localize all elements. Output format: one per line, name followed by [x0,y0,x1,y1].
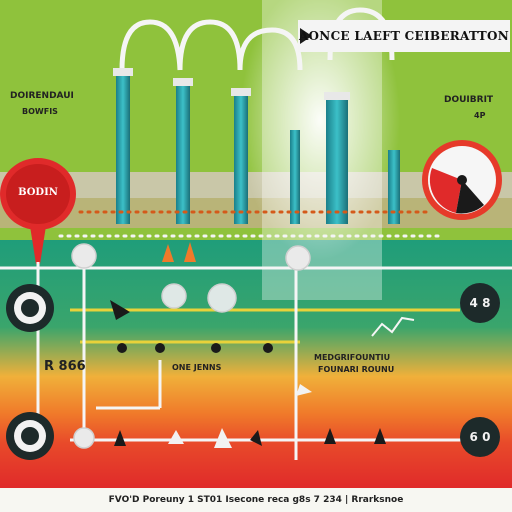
balloon-label: BODIN [18,186,58,198]
mid-right-label-2: FOUNARI ROUNU [318,365,395,374]
pipe-1 [116,70,130,224]
badge-top-label: 4 8 [469,296,491,310]
left-label: DOIRENDAUI [10,91,74,101]
pipe-cap-3 [231,88,251,96]
pipe-cap-5 [324,92,350,100]
bulb-2 [161,283,187,309]
pipe-cap-2 [173,78,193,86]
pipes [113,68,400,224]
rosette-ornament-bottom [6,412,54,460]
gauge-dial [422,140,502,220]
vertical-lines [82,250,298,460]
banner-arrow [300,28,312,44]
badge-bottom [460,417,500,457]
bulb-4 [285,245,311,271]
signal-zigzag [371,316,415,337]
arch-2 [177,19,243,71]
rosette-ornament-top [6,284,54,332]
arch-1 [119,19,183,71]
footer-text: FVO'D Poreuny 1 ST01 Isecone reca g8s 7 … [108,495,404,505]
bulbs [71,243,311,449]
track-lines [70,308,460,344]
left-sublabel: BOWFIS [22,107,58,116]
balloon [0,158,76,440]
track-markers [110,300,386,446]
right-sublabel: 4P [474,111,486,120]
badge-top [460,283,500,323]
pipe-cap-1 [113,68,133,76]
pipe-2 [176,80,190,224]
pipe-5 [326,96,348,224]
small-figures [168,384,312,448]
pipe-4 [290,130,300,224]
pipe-6 [388,150,400,224]
flames [162,242,196,262]
dotted-lines [58,210,442,238]
light-glow [240,0,400,260]
bulb-3 [207,283,237,313]
bulb-1 [71,243,97,269]
mid-left-code: R 866 [44,359,86,374]
right-label: DOUIBRIT [444,95,494,105]
mid-right-label-1: MEDGRIFOUNTIU [314,353,391,362]
arch-3 [237,27,303,71]
mid-center-label: ONE JENNS [172,363,222,372]
banner-title: AONCE LAEFT CEIBERATTON [298,29,510,43]
pipe-3 [234,90,248,224]
footer-background [0,488,512,512]
banner-box [298,20,510,52]
badge-bottom-label: 6 0 [469,430,491,444]
bulb-5 [73,427,95,449]
